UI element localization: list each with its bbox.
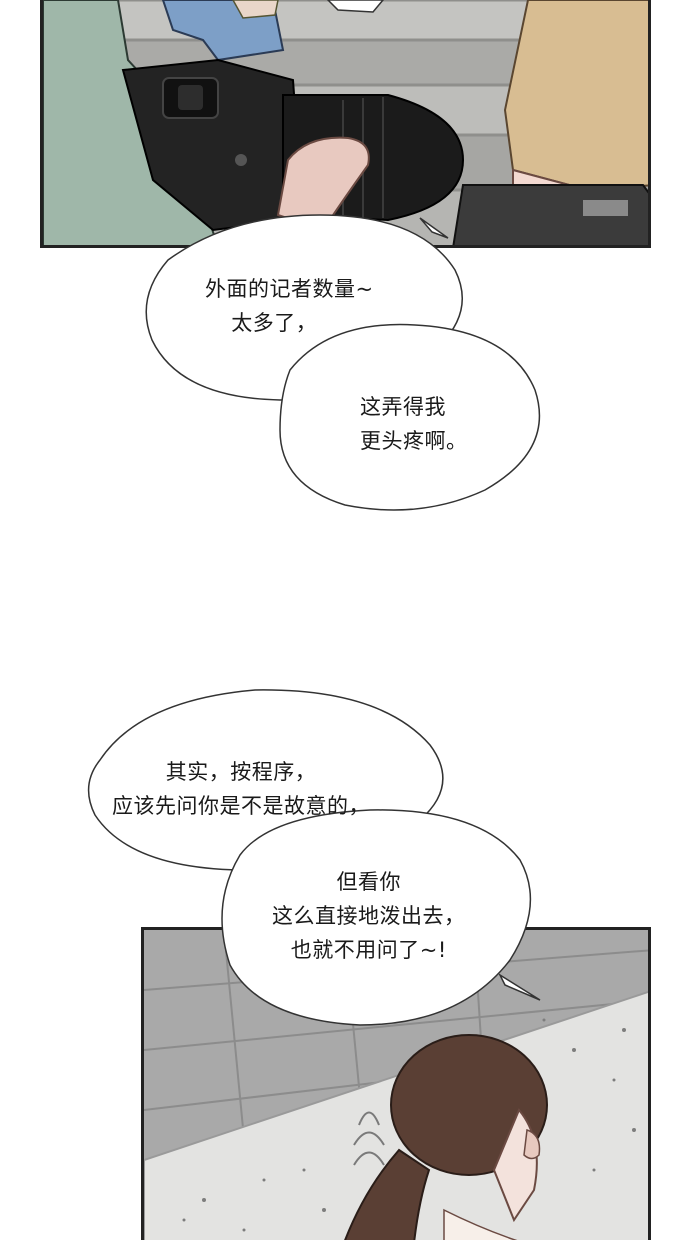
comic-panel-bottom bbox=[141, 927, 651, 1240]
comic-panel-top bbox=[40, 0, 651, 248]
speech-bubble-3-text: 其实，按程序， 应该先问你是不是故意的， bbox=[112, 755, 370, 823]
hand-on-knee bbox=[232, 0, 279, 19]
bubble-1-line-2: 太多了， bbox=[231, 311, 318, 335]
bubble-4-line-3: 也就不用问了~! bbox=[290, 938, 447, 962]
panel-bottom-artwork bbox=[144, 930, 648, 1240]
hair-clip bbox=[353, 1111, 385, 1166]
bubble-3-line-2: 应该先问你是不是故意的， bbox=[112, 794, 370, 818]
wall-speckles bbox=[182, 1018, 636, 1232]
bubble-3-line-1: 其实，按程序， bbox=[165, 760, 317, 784]
viewfinder-eyepiece bbox=[178, 85, 203, 110]
bubble-4-line-2: 这么直接地泼出去， bbox=[272, 904, 466, 928]
speech-bubble-4-text: 但看你 这么直接地泼出去， 也就不用问了~! bbox=[272, 865, 466, 967]
khaki-jacket bbox=[503, 0, 648, 192]
bubble-1-line-1: 外面的记者数量~ bbox=[205, 277, 374, 301]
woman-ear bbox=[523, 1128, 541, 1160]
white-shoe bbox=[326, 0, 384, 13]
speech-bubble-2-text: 这弄得我 更头疼啊。 bbox=[360, 390, 468, 458]
woman-collar bbox=[443, 1208, 518, 1240]
speech-bubble-1-text: 外面的记者数量~ 太多了， bbox=[205, 272, 374, 340]
camera-dial bbox=[235, 154, 247, 166]
camera-bag bbox=[452, 184, 648, 245]
bubble-2-line-2: 更头疼啊。 bbox=[360, 429, 468, 453]
bag-buckle bbox=[583, 200, 628, 216]
woman-ponytail bbox=[344, 1148, 431, 1240]
panel-top-artwork bbox=[43, 0, 648, 245]
bubble-4-line-1: 但看你 bbox=[336, 870, 401, 894]
photographer-hand bbox=[276, 136, 370, 232]
bubble-2-line-1: 这弄得我 bbox=[360, 395, 446, 419]
